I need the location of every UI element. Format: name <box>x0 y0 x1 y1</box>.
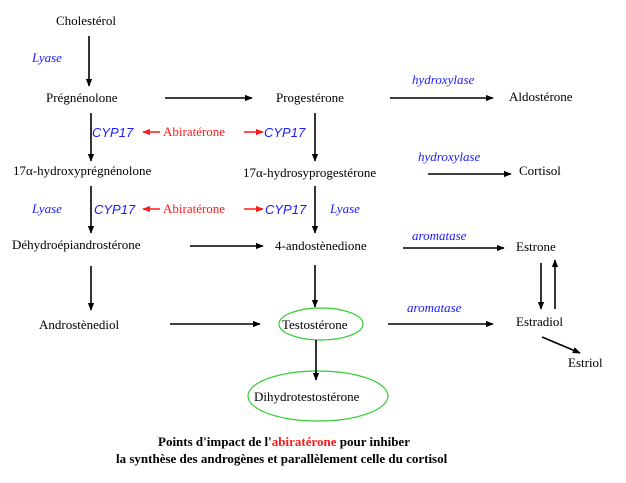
molecule-hydroxypregnenolone: 17α-hydroxyprégnénolone <box>13 163 151 178</box>
molecule-androstenediol: Androstènediol <box>39 317 120 332</box>
inhibitor-label-2: Abiratérone <box>163 201 225 216</box>
molecule-estriol: Estriol <box>568 355 603 370</box>
dht-highlight <box>247 370 389 422</box>
enzyme-cyp17-right-2: CYP17 <box>265 202 307 217</box>
caption-line-1: Points d'impact de l'abiratérone pour in… <box>158 434 410 449</box>
molecule-dht: Dihydrotestostérone <box>254 389 360 404</box>
enzyme-cyp17-left-1: CYP17 <box>92 125 134 140</box>
molecule-estradiol: Estradiol <box>516 314 563 329</box>
molecule-progesterone: Progestérone <box>276 90 344 105</box>
testosterone-highlight <box>278 307 364 341</box>
caption-highlight: abiratérone <box>272 434 337 449</box>
enzyme-cyp17-left-2: CYP17 <box>94 202 136 217</box>
molecule-cholesterol: Cholestérol <box>56 13 116 28</box>
enzyme-cyp17-right-1: CYP17 <box>264 125 306 140</box>
molecule-cortisol: Cortisol <box>519 163 561 178</box>
molecule-hydroxyprogesterone: 17α-hydrosyprogestérone <box>243 165 376 180</box>
inhibitor-label-1: Abiratérone <box>163 124 225 139</box>
enzyme-aromatase-bottom: aromatase <box>407 300 462 315</box>
enzyme-lyase-left: Lyase <box>31 201 62 216</box>
arrow-estradiol-estriol <box>541 336 581 354</box>
molecule-dhea: Déhydroépiandrostérone <box>12 237 141 252</box>
molecule-androstenedione: 4-andostènedione <box>275 238 367 253</box>
caption-line-1-before: Points d'impact de l' <box>158 434 272 449</box>
caption-line-2: la synthèse des androgènes et parallèlem… <box>116 451 448 466</box>
caption-line-1-after: pour inhiber <box>337 434 411 449</box>
enzyme-hydroxylase-top: hydroxylase <box>412 72 475 87</box>
enzyme-lyase-top: Lyase <box>31 50 62 65</box>
molecule-pregnenolone: Prégnénolone <box>46 90 118 105</box>
molecule-estrone: Estrone <box>516 239 556 254</box>
molecule-testosterone: Testostérone <box>282 317 348 332</box>
molecule-aldosterone: Aldostérone <box>509 89 573 104</box>
enzyme-hydroxylase-mid: hydroxylase <box>418 149 481 164</box>
enzyme-aromatase-top: aromatase <box>412 228 467 243</box>
enzyme-lyase-right: Lyase <box>329 201 360 216</box>
